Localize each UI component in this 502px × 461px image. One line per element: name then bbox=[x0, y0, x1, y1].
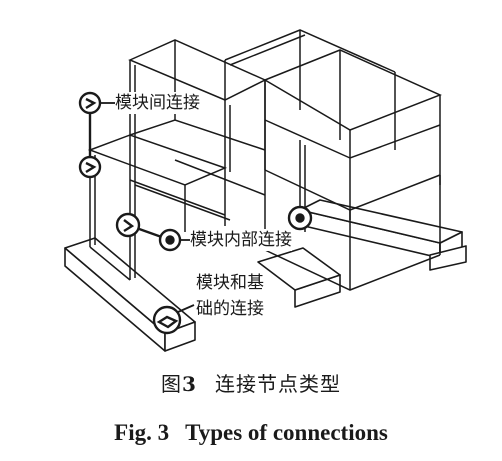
caption-en-prefix: Fig. 3 bbox=[114, 420, 170, 445]
intra-module-connection-icon bbox=[115, 212, 141, 238]
foundation-connection-label-line2: 础的连接 bbox=[196, 298, 264, 320]
inter-module-connection-icon bbox=[78, 91, 102, 115]
caption-chinese: 图3 连接节点类型 bbox=[0, 368, 502, 397]
caption-cn-title: 连接节点类型 bbox=[214, 372, 341, 396]
intra-module-connection-label: 模块内部连接 bbox=[190, 229, 292, 251]
caption-en-title: Types of connections bbox=[185, 420, 388, 445]
inter-module-connection-label: 模块间连接 bbox=[115, 92, 200, 114]
caption-english: Fig. 3 Types of connections bbox=[0, 420, 502, 446]
inter-module-connection-icon-lower bbox=[78, 155, 102, 179]
caption-cn-number: 3 bbox=[182, 372, 197, 396]
module-frames bbox=[87, 29, 442, 291]
label-leaders bbox=[100, 102, 195, 313]
foundation-connection-label-line1: 模块和基 bbox=[196, 272, 264, 294]
caption-cn-prefix: 图 bbox=[161, 372, 183, 396]
